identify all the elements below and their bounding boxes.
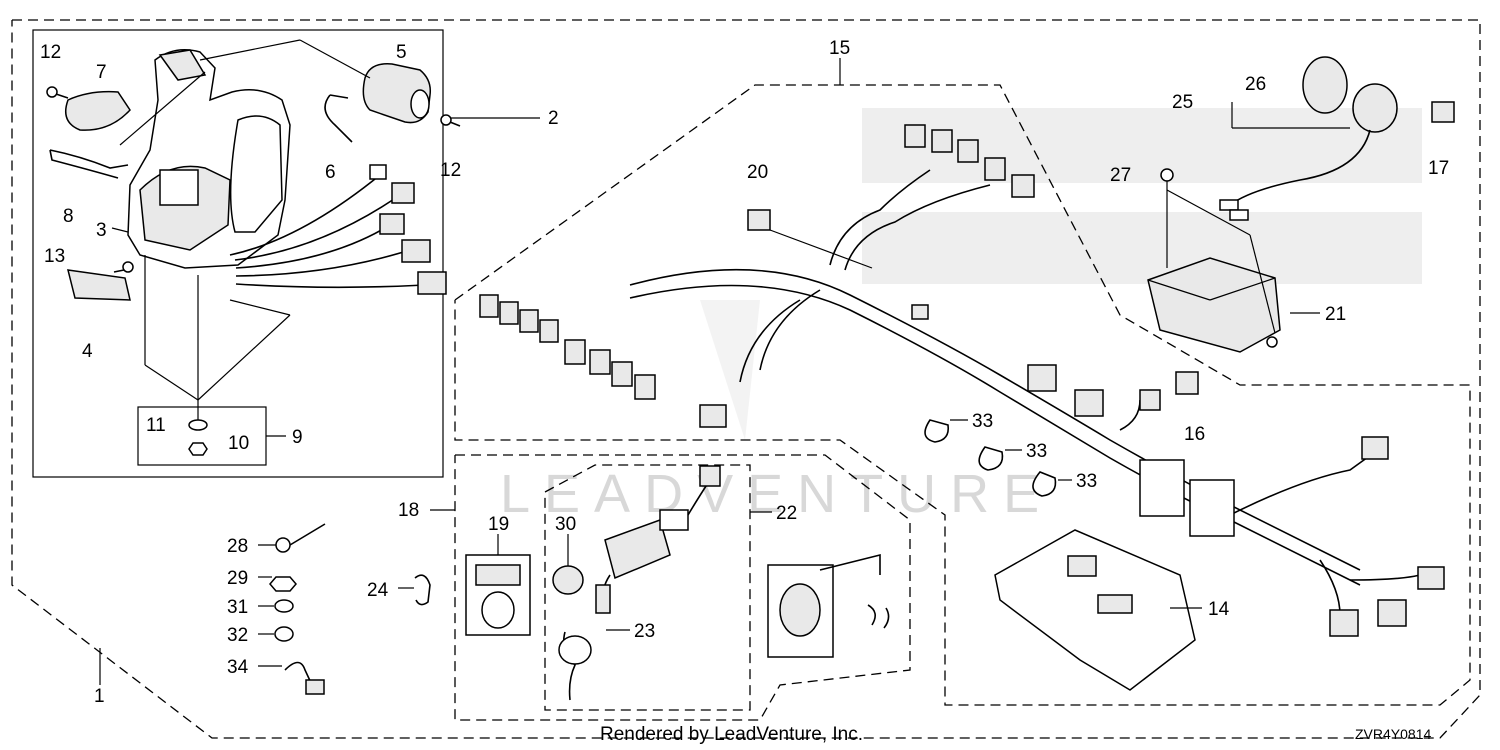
remote-leaders: [111, 39, 371, 420]
callout-30: 30: [555, 514, 576, 535]
callout-8: 8: [63, 206, 74, 227]
switch-outline: [454, 454, 911, 721]
harness-outline: [454, 84, 1471, 706]
emergency-stop-switch: [602, 465, 721, 603]
remote-wires: [229, 164, 447, 295]
callout-24: 24: [367, 580, 389, 601]
callout-3: 3: [96, 220, 107, 241]
callout-9: 9: [292, 427, 303, 448]
callout-13: 13: [44, 246, 65, 267]
callout-12-left: 12: [40, 42, 61, 63]
screw-12-left: [46, 86, 69, 99]
connector-16: [1175, 371, 1199, 395]
remote-control-box: [32, 29, 444, 478]
clamp-33-b: [978, 446, 1004, 471]
callout-22: 22: [776, 503, 797, 524]
callout-12-right: 12: [440, 160, 461, 181]
switch-housing: [767, 553, 890, 658]
callout-2: 2: [548, 108, 559, 129]
lanyard-23: [558, 584, 611, 701]
rendered-by-credit: Rendered by LeadVenture, Inc.: [600, 724, 863, 745]
main-harness: [479, 124, 1445, 637]
callout-33-b: 33: [1026, 441, 1047, 462]
callout-20: 20: [747, 162, 768, 183]
washer-11: [188, 419, 208, 431]
callout-27: 27: [1110, 165, 1131, 186]
buzzer-25: [1219, 56, 1398, 221]
callout-25: 25: [1172, 92, 1193, 113]
control-module-21: [1147, 257, 1281, 353]
callout-10: 10: [228, 433, 249, 454]
trim-bracket: [49, 149, 129, 179]
watermark-text: LEADVENTURE: [500, 464, 1053, 524]
nut-30: [552, 565, 584, 595]
clamp-33-c: [1032, 471, 1057, 497]
callout-15: 15: [829, 38, 850, 59]
screw-12-right: [440, 114, 461, 127]
remote-control-body: [127, 49, 291, 269]
grommet-20: [747, 209, 771, 231]
callout-17: 17: [1428, 158, 1449, 179]
callout-16: 16: [1184, 424, 1205, 445]
callout-31: 31: [227, 597, 248, 618]
watermark-logo: [700, 108, 1422, 440]
washer-31: [274, 599, 294, 613]
screw-13: [113, 261, 134, 273]
callout-28: 28: [227, 536, 248, 557]
callout-33-a: 33: [972, 411, 993, 432]
callout-26: 26: [1245, 74, 1266, 95]
bolt-28: [275, 523, 326, 553]
nut-10: [188, 442, 208, 456]
outer-assembly-outline: [11, 19, 1481, 739]
callout-14: 14: [1208, 599, 1230, 620]
callout-32: 32: [227, 625, 248, 646]
callout-18: 18: [398, 500, 419, 521]
lever-grip: [362, 63, 432, 124]
callout-11: 11: [146, 415, 166, 436]
bottom-cover: [67, 269, 131, 301]
mount-bracket-14: [994, 529, 1196, 691]
callout-29: 29: [227, 568, 248, 589]
cable-tie-34: [284, 661, 325, 695]
callout-1: 1: [94, 686, 105, 707]
callout-5: 5: [396, 42, 407, 63]
connector-17: [1431, 101, 1455, 123]
nut-29: [269, 576, 297, 592]
callout-7: 7: [96, 62, 107, 83]
cover-panel: [65, 90, 131, 131]
callout-19: 19: [488, 514, 509, 535]
callout-4: 4: [82, 341, 93, 362]
clamp-33-a: [924, 419, 950, 443]
callout-33-c: 33: [1076, 471, 1097, 492]
callout-23: 23: [634, 621, 655, 642]
callout-34: 34: [227, 657, 249, 678]
callout-21: 21: [1325, 304, 1346, 325]
switch-panel-19: [465, 554, 531, 636]
clip-part: [324, 94, 353, 143]
washer-32: [274, 626, 294, 642]
screw-27: [1160, 168, 1276, 334]
clip-24: [414, 574, 431, 606]
callout-6: 6: [325, 162, 336, 183]
diagram-code: ZVR4Y0814: [1355, 726, 1431, 742]
